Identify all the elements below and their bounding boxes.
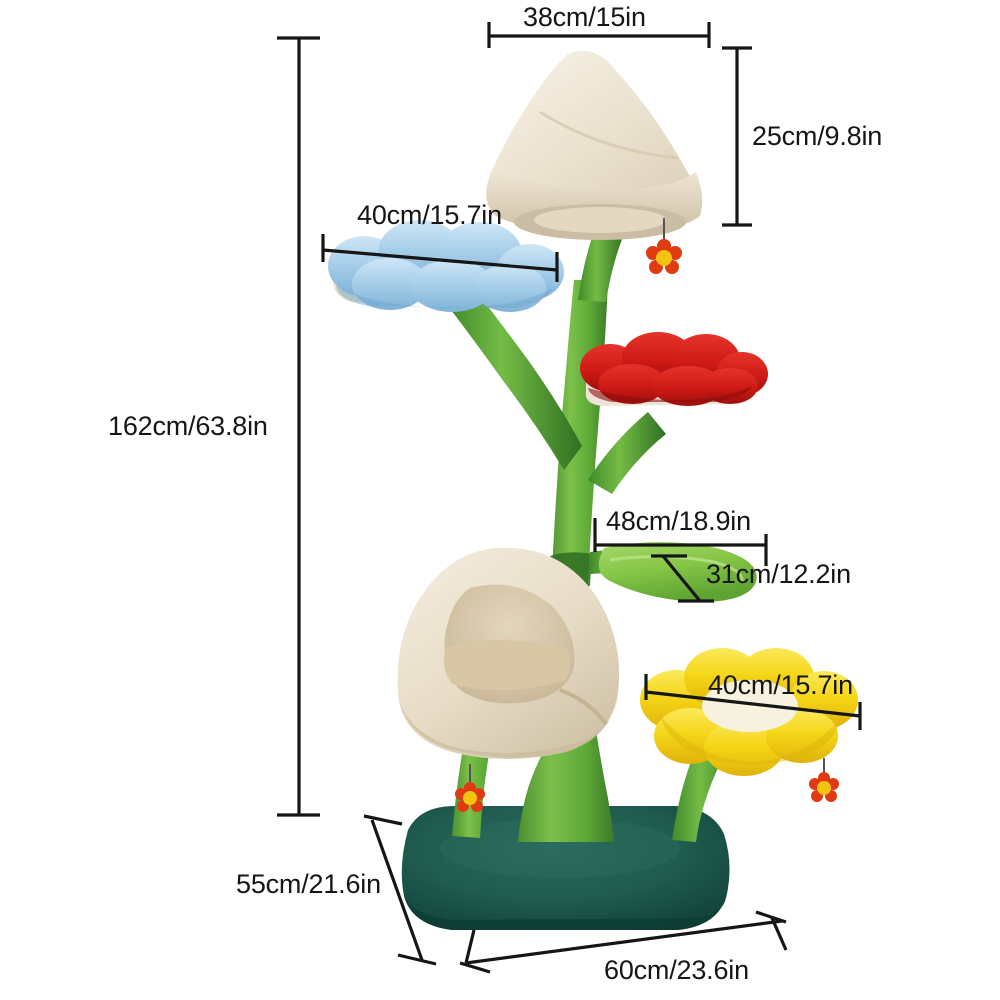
dimension-label-blue-shelf-width: 40cm/15.7in <box>357 200 502 230</box>
toy-flower-lower <box>455 764 485 812</box>
dimension-label-top-cap-width: 38cm/15in <box>523 2 646 32</box>
cat-cave <box>397 547 620 759</box>
blue-cloud-shelf <box>328 220 564 312</box>
top-cap-perch <box>485 50 703 240</box>
red-cloud-shelf <box>580 332 768 406</box>
dimension-label-total-height: 162cm/63.8in <box>108 411 268 441</box>
yellow-flower-shelf <box>640 648 858 776</box>
toy-flower-upper <box>646 218 682 274</box>
dimension-label-yellow-flower-width: 40cm/15.7in <box>708 670 853 700</box>
dimension-label-leaf-length: 48cm/18.9in <box>606 506 751 536</box>
dimension-label-leaf-depth: 31cm/12.2in <box>706 559 851 589</box>
dimension-label-lower-height: 55cm/21.6in <box>236 869 381 899</box>
dimension-label-top-cap-height: 25cm/9.8in <box>752 121 883 151</box>
toy-flower-yellow <box>809 758 839 802</box>
dimension-label-base-width: 60cm/23.6in <box>604 955 749 985</box>
